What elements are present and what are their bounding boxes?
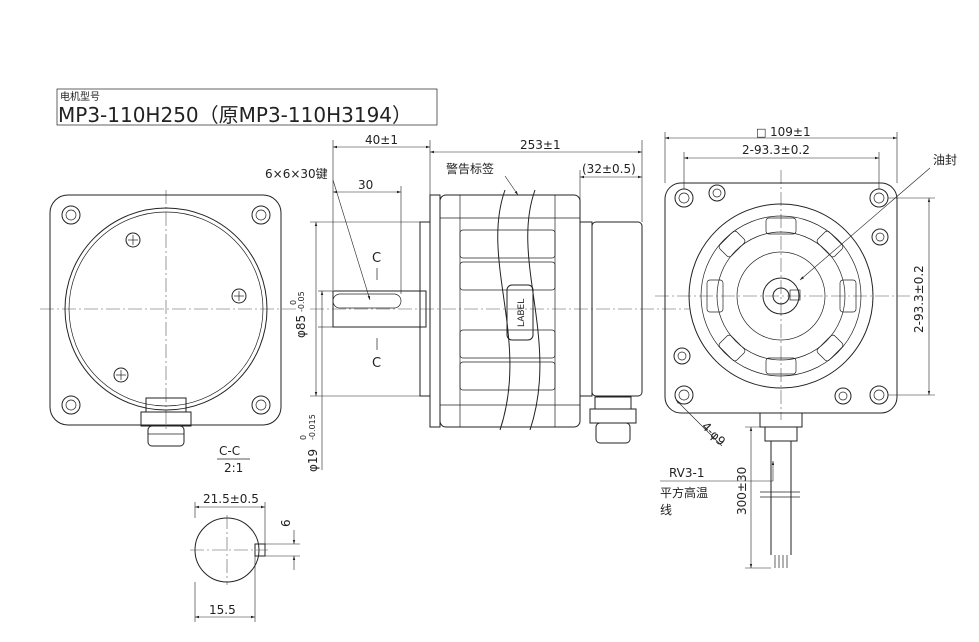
dim-93-3-vertical: 2-93.3±0.2 (912, 265, 926, 333)
dim-30: 30 (358, 178, 373, 192)
section-c-top: C (372, 251, 381, 266)
cable-desc-2: 线 (660, 503, 672, 517)
dia-19-tol-upper: 0 (299, 435, 308, 440)
key-label: 6×6×30键 (265, 167, 328, 181)
motor-label: LABEL (517, 299, 527, 327)
screw-icon (673, 184, 889, 405)
side-view: LABEL 40±1 253±1 (32±0.5) 30 6×6×30键 警告标… (265, 133, 690, 472)
mounting-hole-icon (61, 205, 271, 415)
shaft-section-view: 21.5±0.5 6 15.5 (190, 492, 300, 622)
dim-6: 6 (279, 519, 293, 527)
dia-85-tol-upper: 0 (289, 300, 298, 305)
dim-300: 300±30 (735, 467, 749, 515)
dia-85-tol-lower: -0.05 (297, 291, 306, 312)
end-view: □ 109±1 2-93.3±0.2 2-93.3±0.2 油封 4-φ9 (655, 125, 957, 569)
dim-15-5: 15.5 (209, 603, 236, 617)
dia-19: φ19 (306, 449, 320, 472)
dim-93-3-horizontal: 2-93.3±0.2 (742, 143, 810, 157)
cable-desc-1: 平方高温 (660, 485, 708, 500)
model-caption: 电机型号 (60, 90, 100, 103)
dim-40: 40±1 (365, 133, 398, 147)
oil-seal-label: 油封 (933, 153, 957, 167)
dim-21-5: 21.5±0.5 (203, 492, 259, 506)
cable-gland-icon (589, 396, 637, 444)
dia-19-tol-lower: -0.015 (308, 414, 317, 440)
front-view-flange: C-C 2:1 (40, 190, 298, 475)
cable-gland-icon (140, 397, 192, 447)
fan-slot-icon (706, 217, 857, 375)
section-scale: 2:1 (224, 461, 243, 475)
model-number: MP3-110H250（原MP3-110H3194） (58, 103, 412, 127)
cable-type: RV3-1 (669, 466, 705, 480)
section-title: C-C (219, 444, 240, 458)
title-block: 电机型号 MP3-110H250（原MP3-110H3194） (56, 88, 438, 127)
dim-32: (32±0.5) (582, 162, 636, 176)
cable-icon (759, 412, 803, 568)
warning-label: 警告标签 (446, 161, 494, 176)
holes-label: 4-φ9 (699, 419, 728, 448)
screw-icon (113, 232, 247, 383)
section-c-bottom: C (372, 356, 381, 371)
dim-109: 109±1 (770, 125, 811, 139)
square-symbol: □ (756, 126, 766, 139)
dim-253: 253±1 (520, 138, 561, 152)
dia-85: φ85 (294, 315, 308, 338)
